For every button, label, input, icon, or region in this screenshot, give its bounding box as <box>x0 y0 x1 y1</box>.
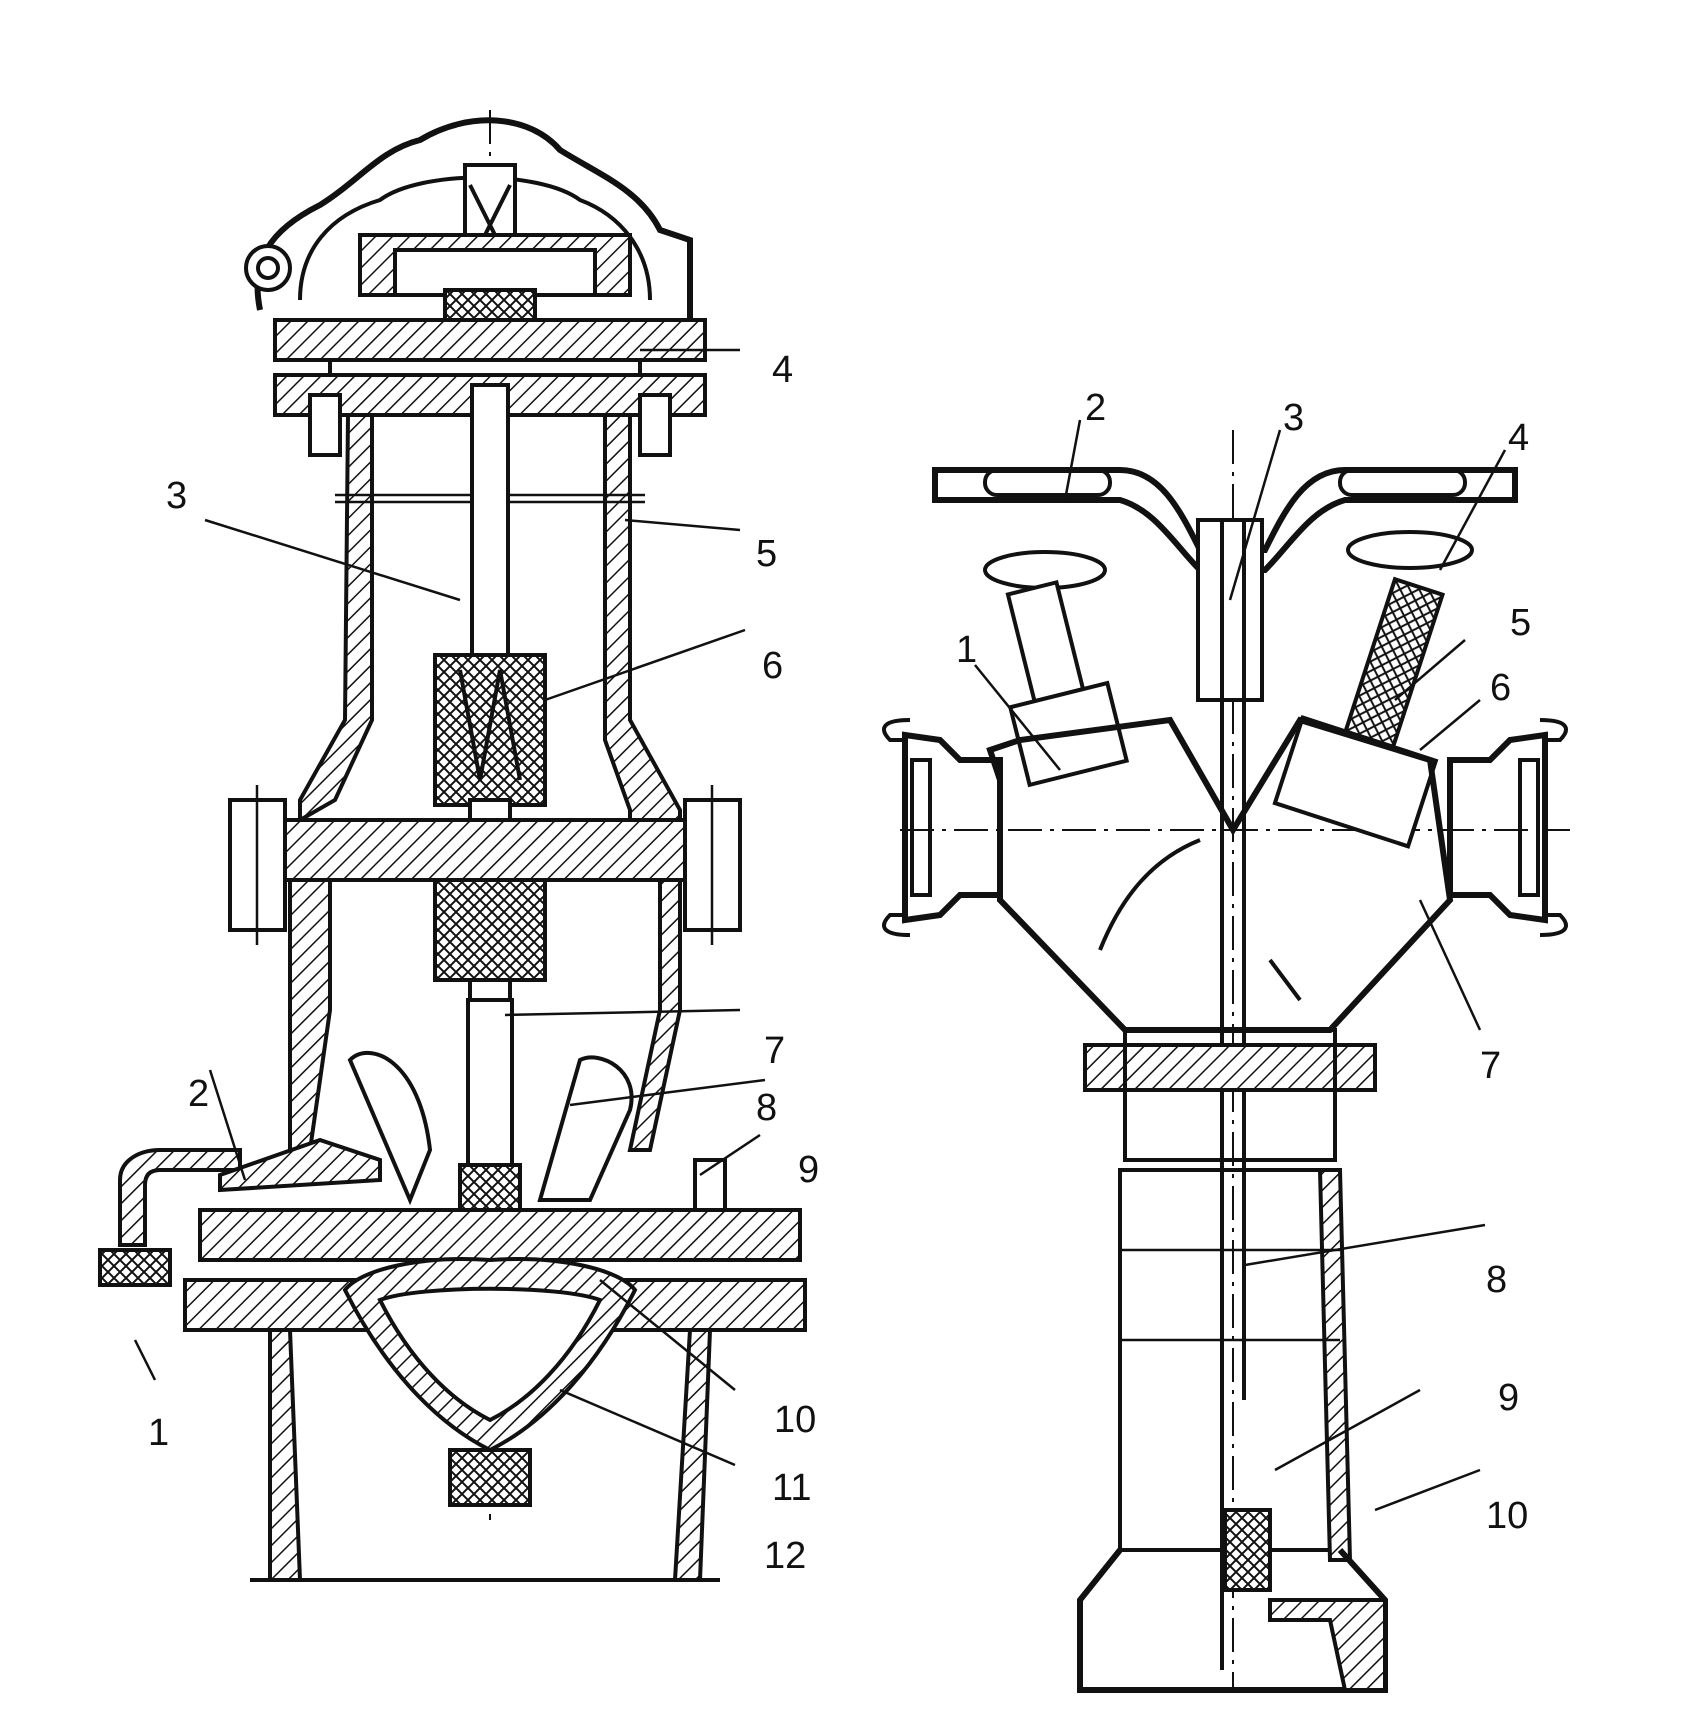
left-label-6: 6 <box>762 645 783 687</box>
lower-pipe <box>1118 1168 1342 1552</box>
central-stem-top <box>1196 518 1264 702</box>
right-label-group: 1 2 3 4 5 6 7 8 9 10 <box>956 387 1531 1537</box>
left-label-10: 10 <box>774 1399 816 1441</box>
left-label-11: 11 <box>772 1467 811 1509</box>
left-label-12: 12 <box>764 1535 806 1577</box>
upper-pipe <box>1123 1028 1337 1162</box>
left-top-cap <box>254 117 693 330</box>
right-label-6: 6 <box>1490 667 1511 709</box>
left-handwheel[interactable] <box>983 550 1107 590</box>
left-label-group: 1 2 3 4 5 6 7 8 9 10 11 12 <box>148 349 819 1577</box>
lower-stem <box>466 998 514 1192</box>
base-upper-flange <box>198 1208 802 1262</box>
right-handwheel[interactable] <box>1346 530 1474 570</box>
left-label-1: 1 <box>148 1412 169 1454</box>
left-label-5: 5 <box>756 533 777 575</box>
disc-nut <box>448 1448 532 1507</box>
left-coupling-lug <box>910 758 932 897</box>
left-grip <box>983 468 1112 497</box>
base-right-wall <box>672 1328 713 1582</box>
right-valve-port <box>537 1055 634 1202</box>
right-label-4: 4 <box>1508 417 1529 459</box>
right-label-7: 7 <box>1480 1045 1501 1087</box>
left-label-2: 2 <box>188 1073 209 1115</box>
upper-flange <box>273 318 707 362</box>
base-left-wall <box>268 1328 303 1582</box>
left-top-bolt <box>308 393 342 457</box>
bottom-valve <box>1223 1508 1272 1592</box>
left-label-4: 4 <box>772 349 793 391</box>
lower-pipe-wall <box>1317 1168 1353 1562</box>
right-grip <box>1338 468 1467 497</box>
left-label-3: 3 <box>166 475 187 517</box>
right-leader-lines <box>974 419 1507 1512</box>
base-socket <box>1077 1547 1388 1693</box>
column-right-wall <box>603 413 682 1152</box>
right-top-bolt <box>638 393 672 457</box>
left-outlet-coupling <box>902 731 1003 924</box>
right-label-9: 9 <box>1498 1377 1519 1419</box>
drain-valve <box>98 1248 172 1287</box>
valve-stem <box>470 383 510 657</box>
right-label-3: 3 <box>1283 397 1304 439</box>
right-label-8: 8 <box>1486 1259 1507 1301</box>
left-label-9: 9 <box>798 1149 819 1191</box>
right-label-5: 5 <box>1510 602 1531 644</box>
right-label-1: 1 <box>956 629 977 671</box>
right-flange <box>1083 1043 1377 1092</box>
left-valve-spindle <box>1005 579 1086 704</box>
left-leader-lines <box>133 348 766 1467</box>
right-valve-spindle <box>1343 576 1446 750</box>
left-label-7: 7 <box>764 1030 785 1072</box>
cap-hinge <box>244 244 292 292</box>
column-left-wall <box>288 413 374 1152</box>
right-label-2: 2 <box>1085 387 1106 429</box>
handle-bar <box>932 467 1518 573</box>
right-outlet-coupling <box>1447 731 1548 924</box>
left-valve-port <box>347 1050 433 1206</box>
right-hydrant <box>882 419 1570 1693</box>
left-hydrant <box>98 110 807 1582</box>
left-label-8: 8 <box>756 1087 777 1129</box>
middle-flange <box>263 818 717 882</box>
right-coupling-lug <box>1518 758 1540 897</box>
right-label-10: 10 <box>1486 1495 1528 1537</box>
